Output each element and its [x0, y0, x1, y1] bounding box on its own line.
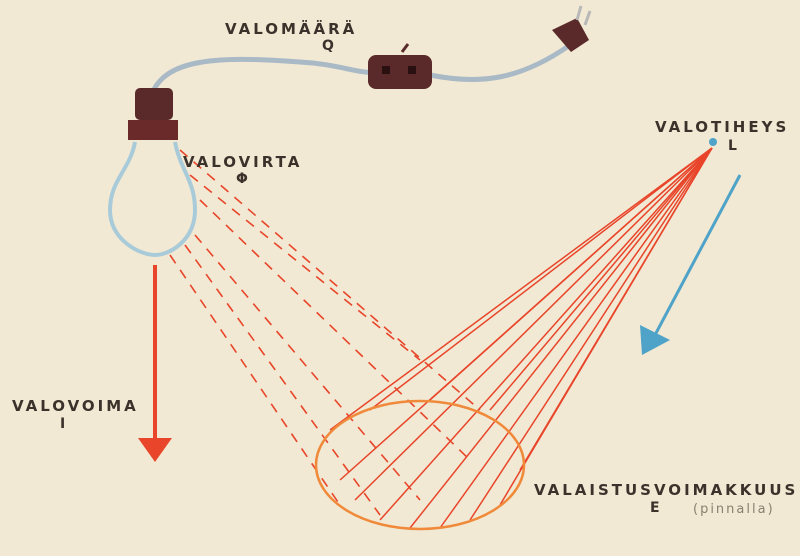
label-valaistusvoimakkuus: VALAISTUSVOIMAKKUUS	[534, 481, 799, 499]
luminance-rays	[329, 147, 713, 529]
label-valovoima: VALOVOIMA	[12, 397, 139, 415]
plug-icon	[552, 5, 592, 52]
symbol-l: L	[728, 138, 737, 154]
symbol-phi: Φ	[236, 171, 248, 187]
label-valovirta: VALOVIRTA	[183, 153, 303, 171]
power-cord	[147, 42, 572, 101]
note-pinnalla: (pinnalla)	[693, 502, 775, 517]
label-valomaara: VALOMÄÄRÄ	[225, 20, 358, 38]
cord-connector-icon	[368, 43, 432, 89]
luminous-flux-rays	[169, 149, 481, 516]
symbol-q: Q	[322, 38, 334, 54]
label-valotiheys: VALOTIHEYS	[655, 118, 790, 136]
luminous-intensity-arrow	[138, 265, 172, 462]
symbol-i: I	[60, 416, 66, 432]
luminance-point	[709, 138, 717, 146]
luminance-arrow	[640, 174, 742, 355]
symbol-e: E	[650, 500, 660, 516]
illuminated-surface	[314, 399, 526, 531]
light-bulb-icon	[107, 88, 198, 258]
